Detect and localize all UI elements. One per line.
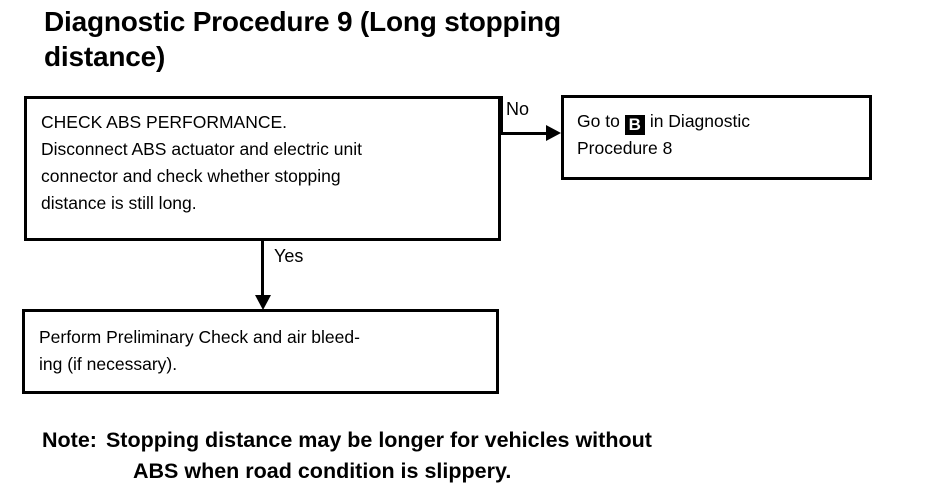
branch-label-no: No — [506, 99, 530, 119]
page-note: Note: Stopping distance may be longer for… — [42, 425, 902, 487]
page-title: Diagnostic Procedure 9 (Long stopping di… — [44, 6, 561, 72]
in-diagnostic-procedure-label: in Diagnostic Procedure 8 — [577, 111, 751, 158]
note-line-1: Stopping distance may be longer for vehi… — [105, 428, 652, 452]
flow-node-check-abs-performance: CHECK ABS PERFORMANCE. Disconnect ABS ac… — [24, 96, 501, 241]
go-to-label: Go to — [577, 111, 620, 131]
branch-label-yes: Yes — [274, 246, 304, 266]
connector-no-vertical — [500, 96, 503, 134]
flow-node-perform-preliminary-check: Perform Preliminary Check and air bleed-… — [22, 309, 499, 394]
flow-node-check-abs-performance-text: CHECK ABS PERFORMANCE. Disconnect ABS ac… — [41, 112, 363, 213]
connector-no-horizontal — [500, 132, 548, 135]
note-line-2: ABS when road condition is slippery. — [133, 459, 512, 483]
connector-yes-vertical — [261, 241, 264, 299]
note-label: Note: — [42, 428, 97, 452]
arrow-down-icon — [255, 295, 271, 310]
flow-node-perform-preliminary-check-text: Perform Preliminary Check and air bleed-… — [39, 327, 360, 374]
arrow-right-icon — [546, 125, 561, 141]
reference-badge-b-icon: B — [624, 115, 645, 135]
